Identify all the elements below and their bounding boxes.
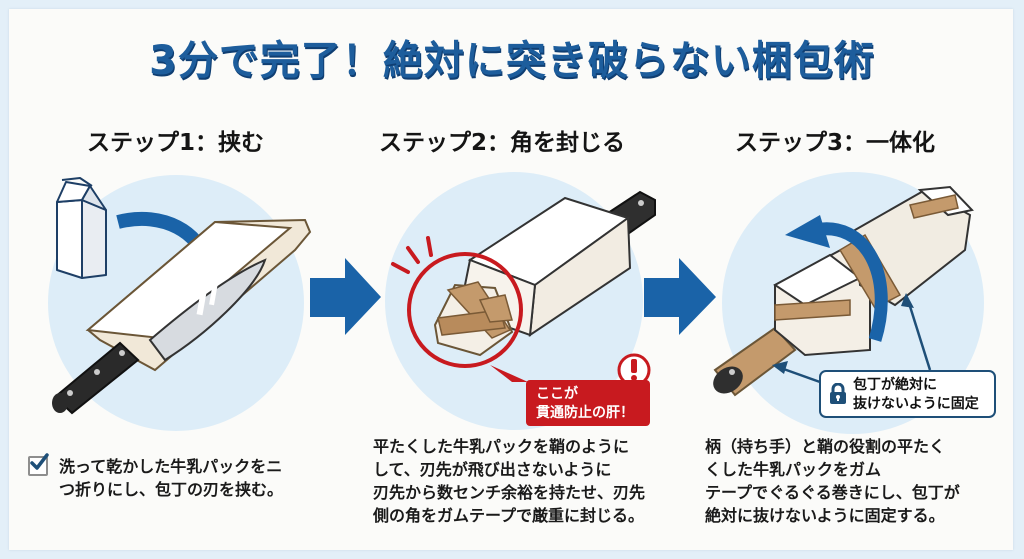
exclamation-icon [617,353,651,387]
tip-callout: ここが 貫通防止の肝！ [526,380,650,426]
description-line: して、刃先が飛び出さないように [373,460,612,479]
step3-description: 柄（持ち手）と鞘の役割の平たく くした牛乳パックをガム テープでぐるぐる巻きにし… [705,435,960,527]
right-arrow-icon [644,258,716,335]
step2-illustration [391,190,656,387]
callout-line: 抜けないように固定 [853,396,979,412]
step3-illustration [713,185,974,397]
step1-description: 洗って乾かした牛乳パックをニ つ折りにし、包丁の刃を挟む。 [59,455,283,501]
milk-carton-icon [56,177,107,279]
callout-line: 貫通防止の肝！ [536,405,634,421]
callout-line: 包丁が絶対に [853,377,937,393]
description-line: テープでぐるぐる巻きにし、包丁が [705,483,960,502]
right-arrow-icon [310,258,381,335]
rotation-arrow-icon [813,222,888,342]
callout-line: ここが [536,386,578,402]
description-line: 柄（持ち手）と鞘の役割の平たく [705,437,946,456]
lock-callout: 包丁が絶対に 抜けないように固定 [819,370,996,418]
step2-description: 平たくした牛乳パックを鞘のように して、刃先が飛び出さないように 刃先から数セン… [373,435,645,527]
step3-heading: ステップ3：一体化 [735,130,936,156]
description-line: 平たくした牛乳パックを鞘のように [373,437,630,456]
taped-corner-icon [433,281,514,357]
alert-highlight-circle [407,252,523,368]
description-line: 刃先から数センチ余裕を持たせ、刃先 [373,483,646,502]
taped-knife-handle-icon [713,326,797,397]
page-title: 3分で完了！絶対に突き破らない梱包術 [149,38,875,84]
checkmark-icon [30,453,49,470]
description-line: 洗って乾かした牛乳パックをニ [59,457,283,476]
description-line: 絶対に抜けないように固定する。 [705,506,945,525]
lock-icon [830,383,846,404]
step2-heading: ステップ2：角を封じる [379,130,626,156]
description-line: 側の角をガムテープで厳重に封じる。 [373,506,645,525]
description-line: くした牛乳パックをガム [705,460,882,479]
description-line: つ折りにし、包丁の刃を挟む。 [59,480,284,499]
step1-checkbox [28,453,49,476]
impact-lines-icon [391,236,433,274]
step1-illustration [52,177,312,415]
knife-in-carton-icon [52,218,312,415]
step1-heading: ステップ1：挟む [87,130,265,156]
